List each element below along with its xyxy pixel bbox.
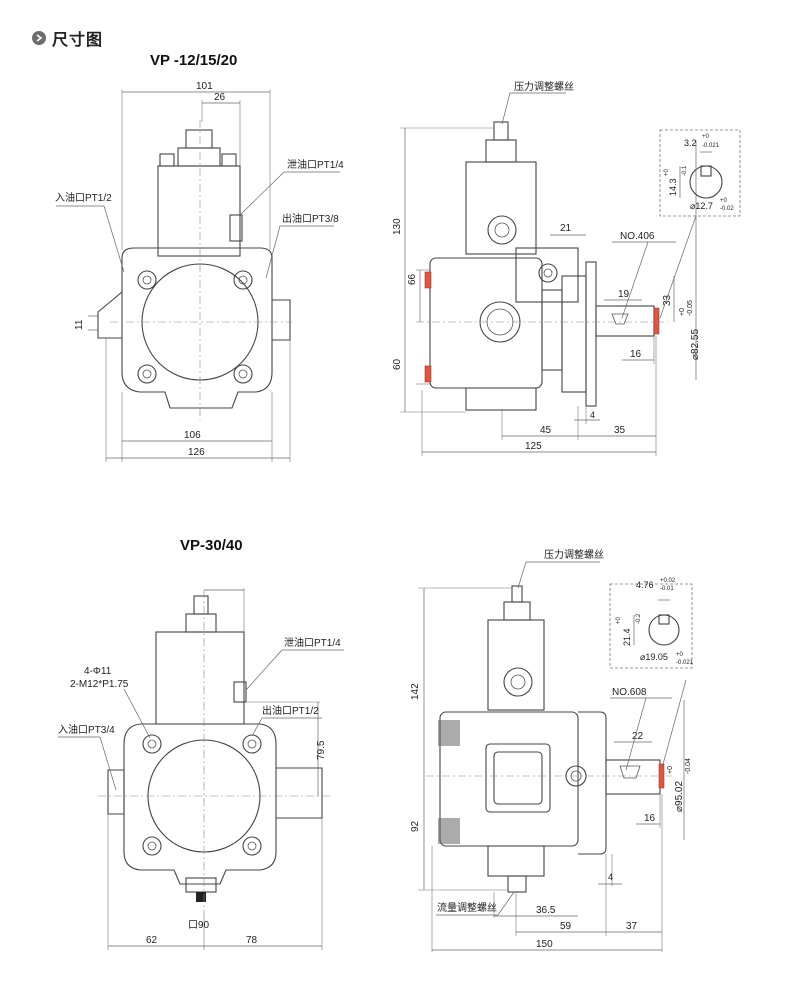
label-drain-pt14: 泄油口PT1/4 [287,158,344,171]
key2-height: 21.4 [622,628,632,646]
key1-height-upper: +0 [664,168,670,176]
dim-130: 130 [392,218,403,235]
dim-22: 22 [632,731,644,742]
key1-width: 3.2 [684,138,697,148]
dim-37: 37 [626,921,638,932]
key2-width: 4.76 [636,580,654,590]
key2-dia-upper: +0 [676,652,684,658]
dim-59: 59 [560,921,572,932]
label-inlet-pt12: 入油口PT1/2 [55,191,112,204]
key1-width-upper: +0 [702,134,710,140]
label-outlet-pt38: 出油口PT3/8 [282,212,339,225]
dim-150: 150 [536,939,553,950]
dim-21: 21 [560,223,572,234]
dim-19: 19 [618,289,630,300]
dim-11: 11 [74,319,85,330]
dim-101: 101 [196,81,213,92]
key2-width-lower: -0.01 [660,586,674,592]
label-threads: 2-M12*P1.75 [70,679,129,690]
dim-62: 62 [146,935,158,946]
label-square-90: 口90 [188,920,210,931]
key2-dia-lower: -0.021 [676,660,694,666]
dim-106: 106 [184,430,201,441]
dim-78: 78 [246,935,258,946]
key1-dia-lower: -0.02 [720,206,734,212]
dim-45: 45 [540,425,552,436]
chevron-right-icon [32,31,46,45]
vp12-front-view: 101 26 11 106 126 泄油口PT1 [55,81,344,462]
dim-66: 66 [407,273,418,285]
dim-26: 26 [214,92,226,103]
dim-35: 35 [614,425,626,436]
dim-4: 4 [590,410,595,420]
dim-shaft-dia-upper: +0 [679,308,686,316]
dim-16-2: 16 [644,813,656,824]
label-holes: 4-Φ11 [84,666,112,677]
key1-height-lower: -0.1 [682,165,688,176]
label-key-no608: NO.608 [612,687,647,698]
dim-shaft-dia-2-upper: +0 [667,766,674,774]
vp12-side-view: 130 66 60 21 19 16 33 ⌀82.55 +0 -0.05 NO… [392,80,741,456]
dim-shaft-dia-2: ⌀95.02 [674,781,685,812]
label-pressure-screw-2: 压力调整螺丝 [544,548,604,561]
model-title-vp12: VP -12/15/20 [150,52,238,69]
dim-79-5: 79.5 [316,740,327,760]
label-key-no406: NO.406 [620,231,655,242]
label-drain-pt14-2: 泄油口PT1/4 [284,636,341,649]
dim-shaft-dia: ⌀82.55 [690,329,701,360]
dim-4-2: 4 [608,872,613,882]
model-title-vp30: VP-30/40 [180,537,243,554]
key2-height-upper: +0 [616,616,622,624]
dim-60: 60 [392,358,403,370]
section-header: 尺寸图 [32,26,103,50]
dim-92: 92 [410,820,421,832]
dim-33: 33 [662,294,673,306]
vp30-side-view: 142 92 22 16 ⌀95.02 +0 -0.04 NO.608 4 36… [410,548,694,952]
key2-dia: ⌀19.05 [640,652,668,662]
vp30-front-view: 79.5 62 78 口90 4-Φ11 2-M12*P1.75 入油口PT3/… [58,588,344,950]
key1-width-lower: -0.021 [702,143,720,149]
dim-126: 126 [188,447,205,458]
dim-shaft-dia-lower: -0.05 [687,300,694,316]
dim-36-5: 36.5 [536,905,556,916]
label-pressure-screw-1: 压力调整螺丝 [514,80,574,93]
key1-height: 14.3 [668,178,678,196]
dim-125: 125 [525,441,542,452]
label-inlet-pt34: 入油口PT3/4 [58,723,115,736]
dim-16: 16 [630,349,642,360]
label-outlet-pt12: 出油口PT1/2 [262,704,319,717]
key2-width-upper: +0.02 [660,578,676,584]
section-title: 尺寸图 [52,32,104,49]
key2-height-lower: -0.2 [636,613,642,624]
dim-142: 142 [410,683,421,700]
key1-dia: ⌀12.7 [690,201,713,211]
dim-shaft-dia-2-lower: -0.04 [685,758,692,774]
label-flow-screw: 流量调整螺丝 [437,901,497,914]
key1-dia-upper: +0 [720,198,728,204]
